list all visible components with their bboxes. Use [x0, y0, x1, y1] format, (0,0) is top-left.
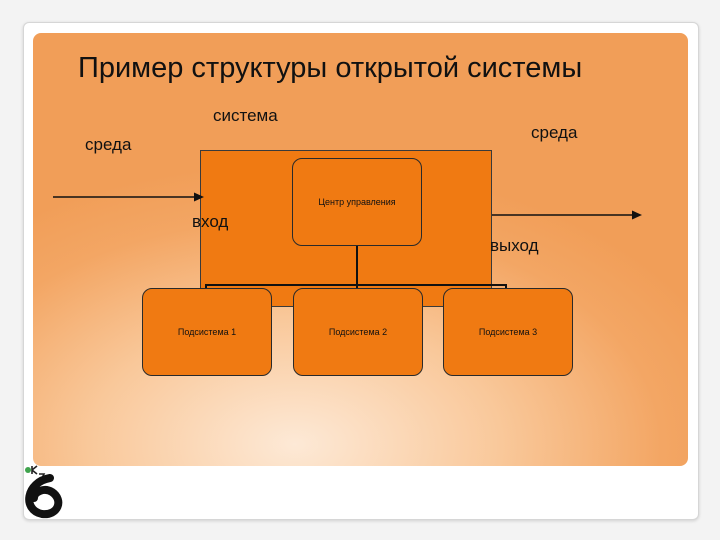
control-center-label: Центр управления: [318, 197, 396, 207]
environment-left-label: среда: [85, 135, 132, 154]
subsystem-1-label: Подсистема 1: [177, 327, 237, 337]
system-label: система: [213, 106, 278, 125]
input-label: вход: [192, 212, 229, 231]
connector-vertical: [356, 244, 358, 286]
control-center-node: Центр управления: [292, 158, 422, 246]
subsystem-1-node: Подсистема 1: [142, 288, 272, 376]
subsystem-2-node: Подсистема 2: [293, 288, 423, 376]
input-arrow: [53, 192, 204, 202]
slide-title: Пример структуры открытой системы: [78, 52, 583, 84]
environment-right-label: среда: [531, 123, 578, 142]
subsystem-2-label: Подсистема 2: [328, 327, 388, 337]
output-arrow: [492, 210, 642, 220]
logo-icon: [25, 465, 63, 519]
subsystem-3-label: Подсистема 3: [478, 327, 538, 337]
output-label: выход: [490, 236, 539, 255]
subsystem-3-node: Подсистема 3: [443, 288, 573, 376]
